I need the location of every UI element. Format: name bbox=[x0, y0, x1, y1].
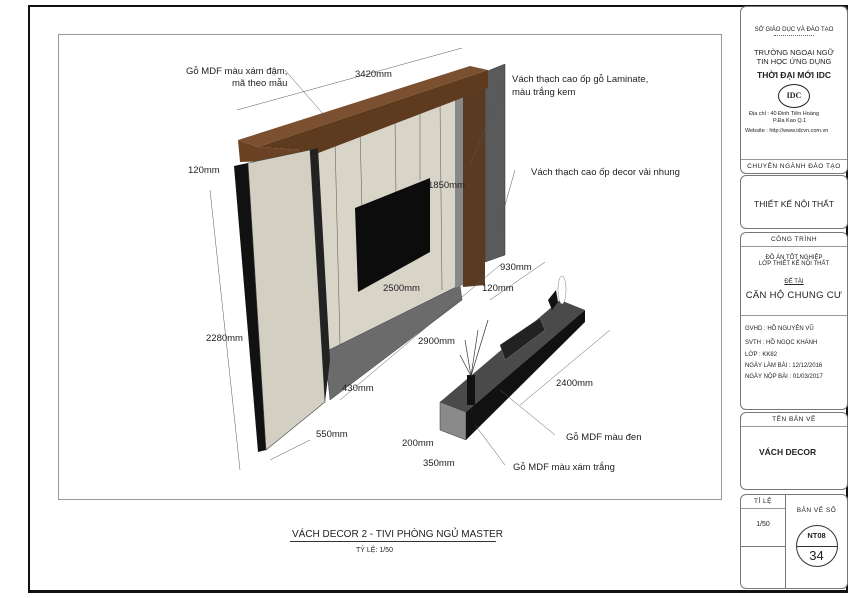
fire-box bbox=[499, 317, 546, 361]
scale-value: 1/50 bbox=[756, 521, 770, 528]
tv-wall-3d-render bbox=[209, 47, 611, 471]
major-text: THIẾT KẾ NỘI THẤT bbox=[754, 199, 834, 209]
student-info: GVHD : HỒ NGUYÊN VŨ SVTH : HỒ NGỌC KHÁNH… bbox=[741, 315, 847, 383]
dim-2280: 2280mm bbox=[206, 333, 243, 344]
wood-post bbox=[463, 72, 485, 287]
dim-200: 200mm bbox=[402, 438, 434, 449]
topic-label: ĐỀ TÀI bbox=[784, 279, 804, 285]
title-block-sheet: TỈ LỆ 1/50 BẢN VẼ SỐ NT08 34 bbox=[740, 494, 848, 589]
dim-3420: 3420mm bbox=[355, 69, 392, 80]
beam-material-label-2: mã theo mẫu bbox=[232, 78, 288, 89]
ngay-lam-bai: NGÀY LÀM BÀI : 12/12/2016 bbox=[745, 363, 823, 369]
laminate-wall-label-2: màu trắng kem bbox=[512, 87, 576, 98]
address-1: Địa chỉ : 40 Đinh Tiên Hoàng bbox=[749, 111, 820, 117]
gray-strip bbox=[455, 90, 463, 288]
dim-430: 430mm bbox=[342, 383, 374, 394]
dim-930: 930mm bbox=[500, 262, 532, 273]
topic: CĂN HỘ CHUNG CƯ bbox=[745, 290, 843, 301]
dim-350: 350mm bbox=[423, 458, 455, 469]
drawing-scale: TỶ LỆ: 1/50 bbox=[356, 547, 393, 554]
school-name-3: THỜI ĐẠI MỚI IDC bbox=[757, 70, 831, 80]
gvhd: GVHD : HỒ NGUYÊN VŨ bbox=[745, 326, 814, 332]
ngay-nop-bai: NGÀY NỘP BÀI : 01/03/2017 bbox=[745, 374, 823, 380]
school-name-2: TIN HỌC ỨNG DỤNG bbox=[756, 57, 832, 66]
title-block-school: SỞ GIÁO DỤC VÀ ĐÀO TẠO TRƯỜNG NGOẠI NGỮ … bbox=[740, 6, 848, 174]
drawing-frame bbox=[58, 34, 722, 500]
dept-text: SỞ GIÁO DỤC VÀ ĐÀO TẠO bbox=[754, 27, 834, 33]
dim-120: 120mm bbox=[188, 165, 220, 176]
dim-1850: 1850mm bbox=[428, 180, 465, 191]
bench-side bbox=[466, 310, 585, 440]
left-panel-edge bbox=[234, 163, 266, 452]
sheet-column: BẢN VẼ SỐ NT08 34 bbox=[786, 495, 847, 567]
wood-beam bbox=[238, 66, 488, 147]
lop: LỚP : KK82 bbox=[745, 352, 778, 358]
black-mdf-label: Gỗ MDF màu đen bbox=[566, 432, 642, 443]
velvet-wall bbox=[484, 63, 506, 263]
scale-column: TỈ LỆ 1/50 bbox=[741, 495, 786, 588]
tv-screen bbox=[355, 178, 430, 292]
left-panel-gap bbox=[310, 148, 330, 402]
dim-550: 550mm bbox=[316, 429, 348, 440]
sheet-code: NT08 bbox=[796, 526, 837, 547]
address-2: P.Đa Kao Q.1 bbox=[773, 118, 807, 124]
drawing-title: VÁCH DECOR 2 - TIVI PHÒNG NGỦ MASTER bbox=[290, 529, 503, 542]
lower-gray-band bbox=[324, 284, 463, 401]
dim-120b: 120mm bbox=[482, 283, 514, 294]
beam-material-label: Gỗ MDF màu xám đậm, bbox=[186, 66, 288, 77]
project-header: CÔNG TRÌNH bbox=[741, 233, 847, 247]
laminate-wall-label: Vách thạch cao ốp gỗ Laminate, bbox=[512, 74, 649, 85]
title-block-major: THIẾT KẾ NỘI THẤT bbox=[740, 175, 848, 229]
major-header: CHUYÊN NGÀNH ĐÀO TẠO bbox=[741, 159, 847, 173]
sheet-number: 34 bbox=[809, 548, 824, 563]
vase bbox=[467, 375, 475, 405]
panel-joints bbox=[334, 99, 443, 346]
velvet-wall-label: Vách thạch cao ốp decor vải nhung bbox=[531, 167, 680, 178]
dim-2900: 2900mm bbox=[418, 336, 455, 347]
scale-header: TỈ LỆ bbox=[741, 495, 785, 509]
drawing-name: VÁCH DECOR bbox=[759, 447, 817, 457]
dim-2400: 2400mm bbox=[556, 378, 593, 389]
logo-text: IDC bbox=[786, 91, 802, 100]
school-name-1: TRƯỜNG NGOẠI NGỮ bbox=[753, 48, 835, 57]
website: Website : http://www.idcvn.com.vn bbox=[745, 128, 829, 134]
idc-logo: IDC bbox=[778, 84, 810, 108]
project-2: LỚP THIẾT KẾ NỘI THẤT bbox=[758, 261, 830, 267]
dried-flowers bbox=[459, 319, 489, 377]
bench-top bbox=[440, 300, 585, 412]
svth: SVTH : HỒ NGỌC KHÁNH bbox=[745, 340, 818, 346]
sculpture bbox=[548, 290, 558, 310]
sheet-header: BẢN VẼ SỐ bbox=[796, 507, 837, 514]
white-vase bbox=[557, 275, 567, 305]
sheet-number-circle: NT08 34 bbox=[795, 525, 838, 567]
drawing-name-header: TÊN BẢN VẼ bbox=[741, 413, 847, 427]
wood-beam-front bbox=[258, 70, 488, 160]
title-block-drawing-name: TÊN BẢN VẼ VÁCH DECOR bbox=[740, 412, 848, 490]
dim-2500: 2500mm bbox=[383, 283, 420, 294]
project-1: ĐỒ ÁN TỐT NGHIỆP bbox=[765, 255, 823, 261]
gray-mdf-label: Gỗ MDF màu xám trắng bbox=[513, 462, 615, 473]
dept-underline bbox=[774, 35, 814, 36]
title-block-project: CÔNG TRÌNH ĐỒ ÁN TỐT NGHIỆP LỚP THIẾT KẾ… bbox=[740, 232, 848, 410]
dimension-lines bbox=[209, 47, 611, 471]
